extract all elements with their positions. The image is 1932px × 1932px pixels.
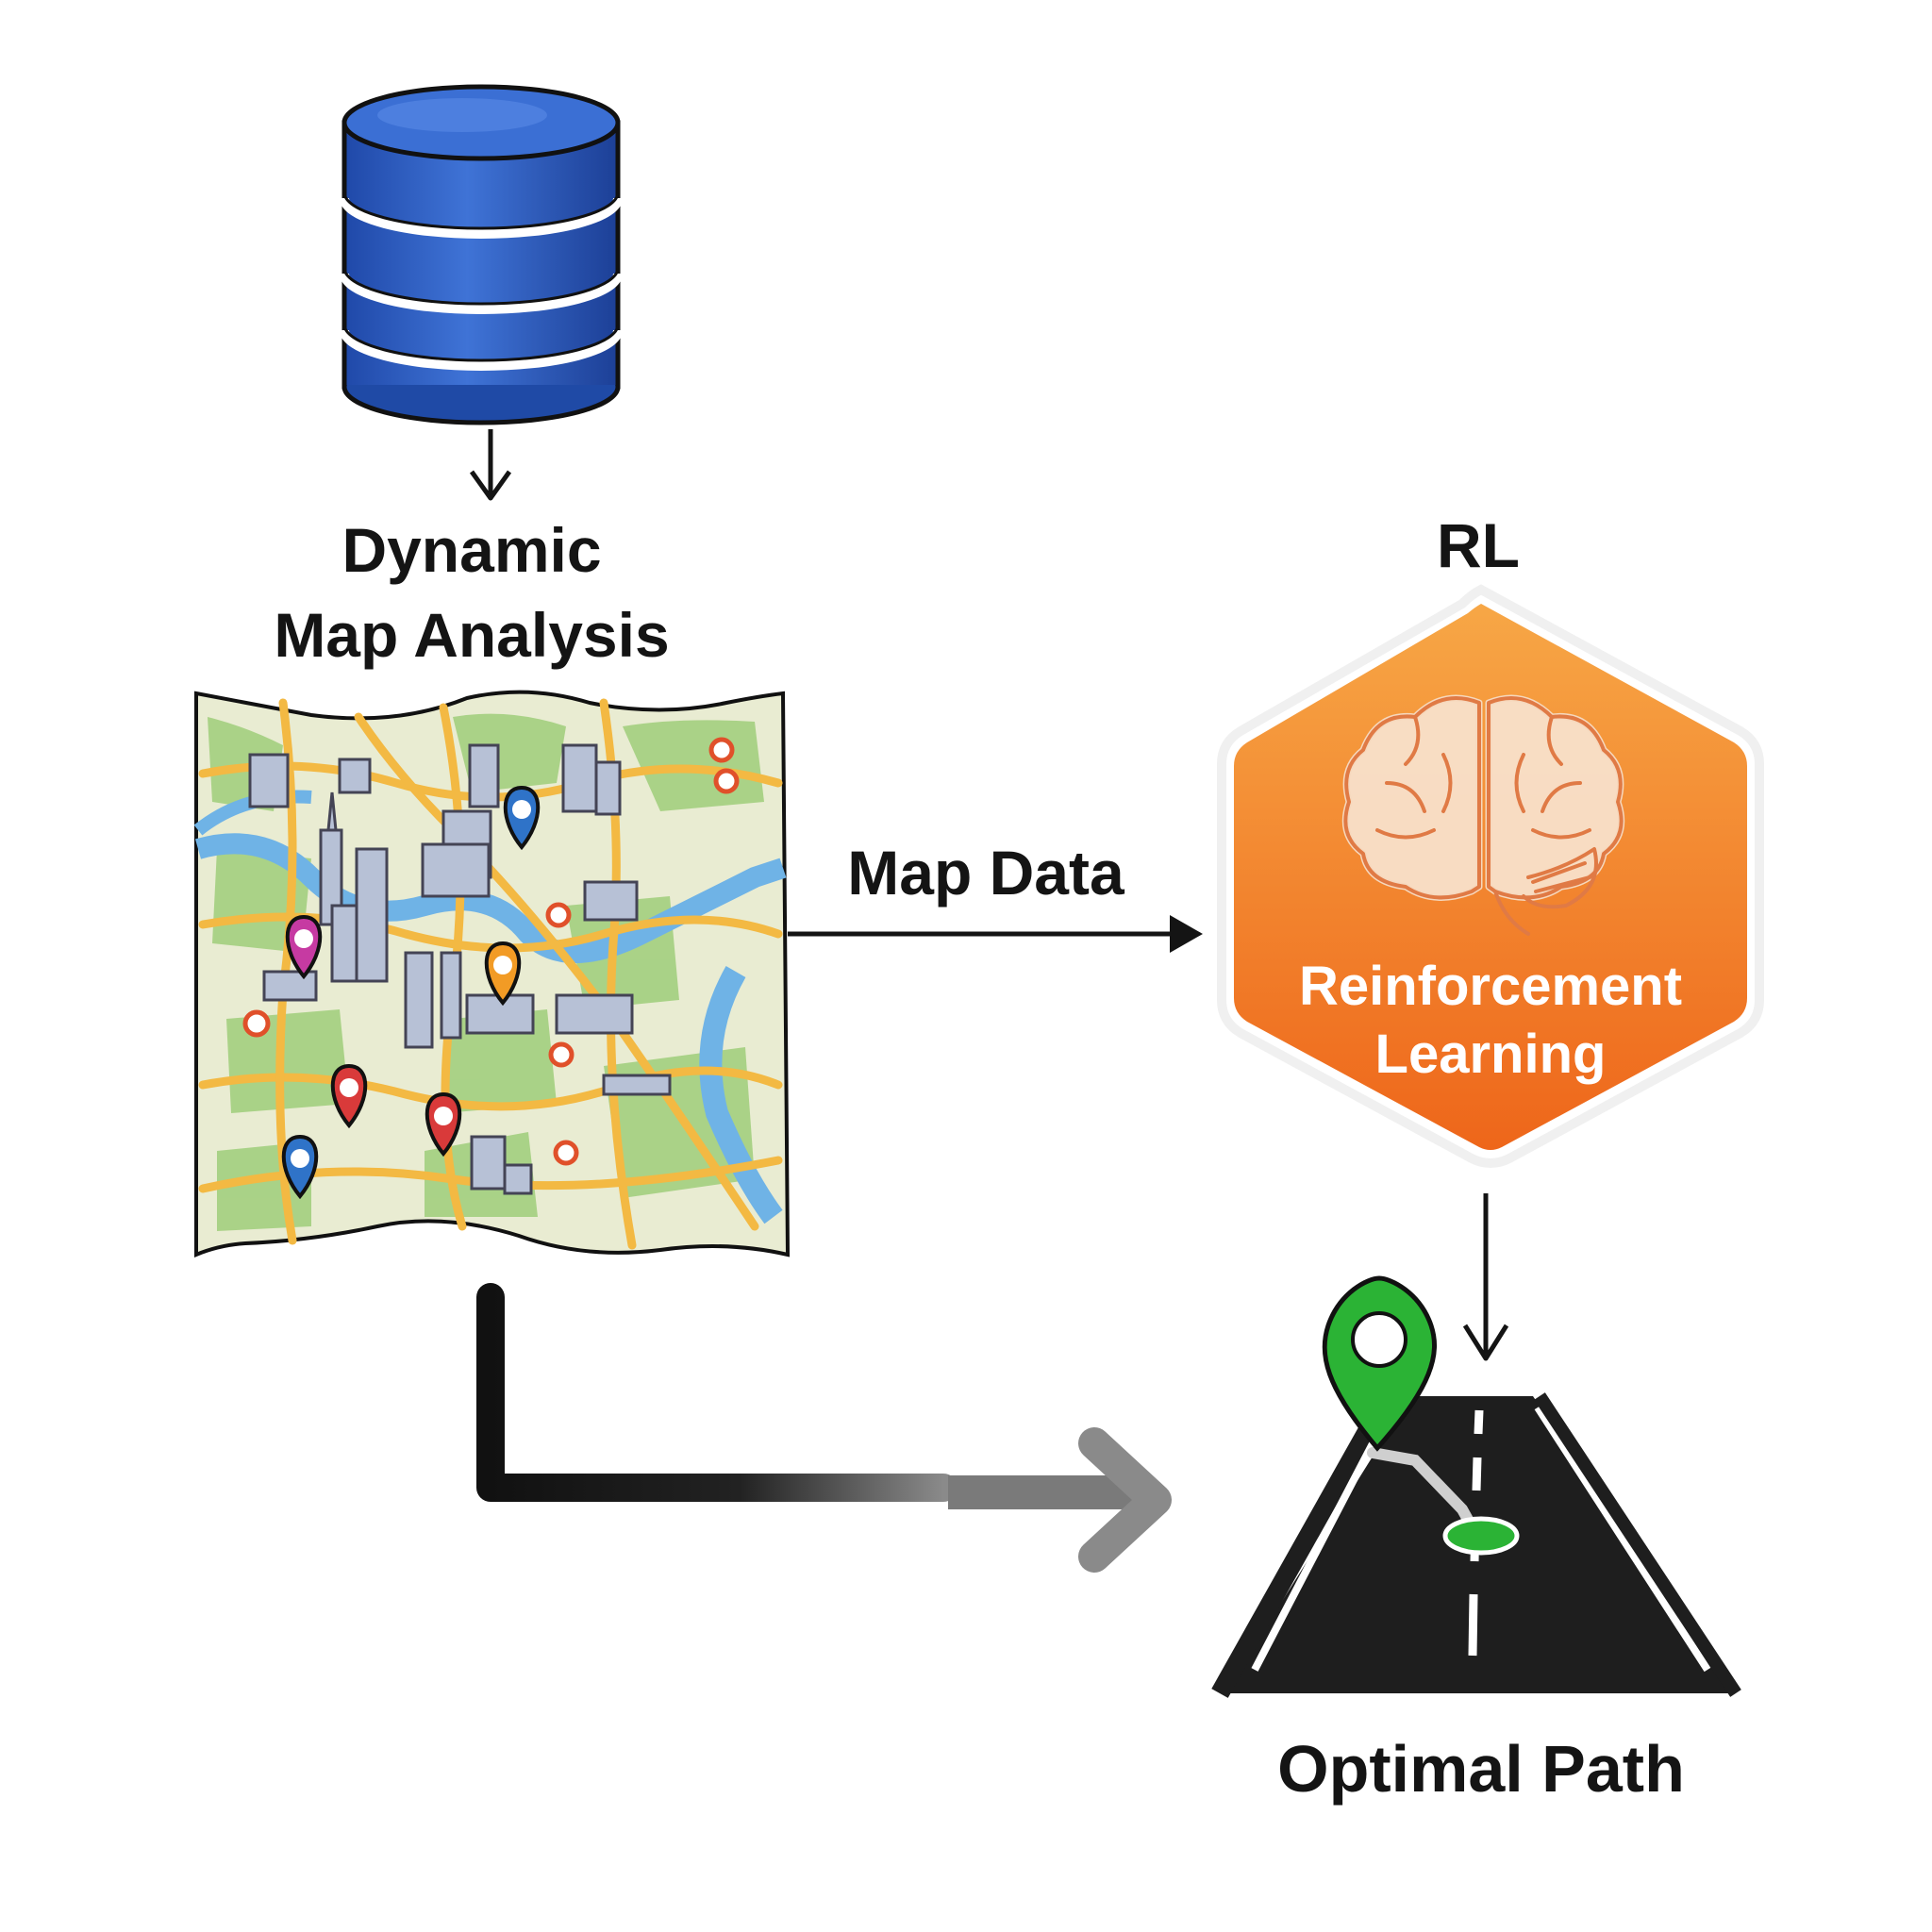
rl-box-label: Reinforcement Learning (1236, 953, 1745, 1089)
optimal-path-label: Optimal Path (1277, 1732, 1685, 1806)
map-analysis-label-line2: Map Analysis (274, 600, 670, 670)
map-analysis-label-line1: Dynamic (341, 515, 602, 585)
brain-icon (1341, 694, 1625, 936)
map-pin-magenta (285, 914, 323, 980)
map-pin-orange (484, 941, 522, 1007)
rl-title: RL (1437, 510, 1520, 580)
map-pin-red-1 (330, 1063, 368, 1129)
rl-box-label-line2: Learning (1374, 1024, 1607, 1085)
map-analysis-label: Dynamic Map Analysis (226, 508, 717, 677)
rl-box-label-line1: Reinforcement (1298, 956, 1683, 1017)
arrow-db-to-map (469, 429, 512, 501)
database-icon (340, 84, 623, 425)
map-pin-blue-1 (503, 785, 541, 851)
map-pin-blue-2 (281, 1134, 319, 1200)
arrow-map-to-rl (788, 915, 1203, 953)
arrow-map-to-path (476, 1283, 1172, 1573)
map-data-edge-label: Map Data (847, 838, 1124, 908)
road-icon (1211, 1391, 1741, 1698)
city-map-icon (193, 690, 791, 1257)
map-pin-red-2 (425, 1091, 462, 1158)
arrow-rl-to-path (1462, 1193, 1509, 1361)
location-pin-icon (1322, 1275, 1438, 1452)
